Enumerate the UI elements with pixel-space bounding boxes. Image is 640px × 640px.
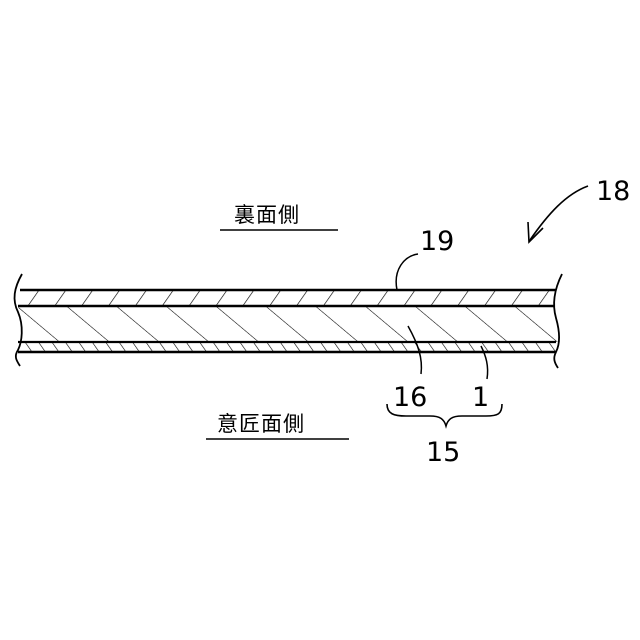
right-break-line — [554, 274, 562, 368]
ref-1: 1 — [472, 382, 489, 413]
reference-arrow — [528, 186, 588, 242]
ref-19: 19 — [420, 226, 454, 257]
back-side-label: 裏面側 — [234, 203, 300, 227]
ref-18: 18 — [596, 176, 630, 207]
bottom-layer-1 — [0, 342, 640, 352]
top-layer-19 — [0, 290, 640, 306]
ref-15: 15 — [426, 437, 460, 468]
middle-layer-16 — [0, 306, 640, 342]
leader-19 — [396, 254, 418, 290]
design-side-label: 意匠面側 — [217, 412, 305, 436]
ref-16: 16 — [393, 382, 427, 413]
